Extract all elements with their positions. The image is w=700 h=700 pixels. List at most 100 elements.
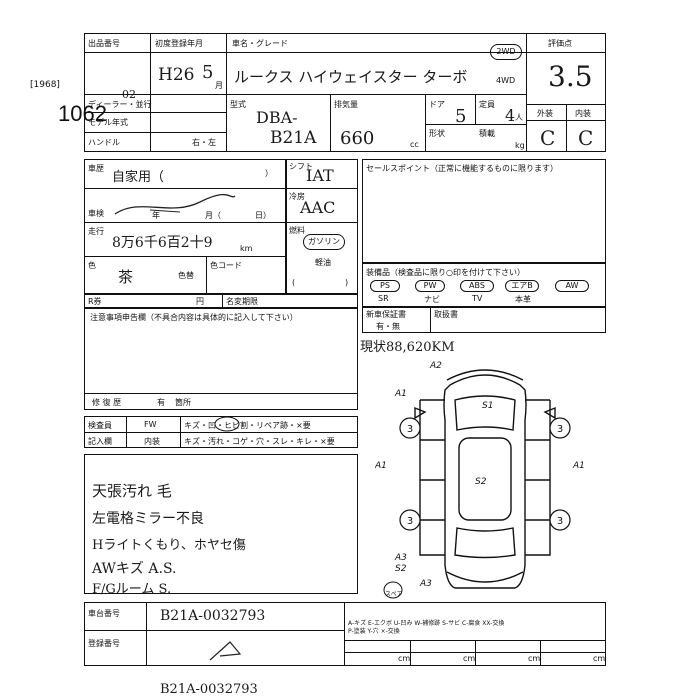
wheel-fr-grade: 3 <box>557 424 563 435</box>
label-recorder: 記入欄 <box>88 437 112 446</box>
equipment-box <box>362 263 606 307</box>
equip-sr: SR <box>378 294 389 303</box>
grade-value: 3.5 <box>548 60 593 93</box>
paren-open: ( <box>292 278 296 287</box>
label-katashiki: 型式 <box>230 100 246 109</box>
car-name-value: ルークス ハイウェイスター ターボ <box>234 68 468 86</box>
note-line-1: 天張汚れ 毛 <box>92 482 172 500</box>
mark-a3-bumper: A3 <box>419 579 432 589</box>
first-reg-month-unit: 月 <box>215 81 223 90</box>
manual-box <box>362 307 606 333</box>
recycle-yen: 円 <box>196 297 204 306</box>
ac-value: AAC <box>300 198 336 217</box>
doors-value: 5 <box>455 106 467 127</box>
history-close: ） <box>265 169 273 178</box>
repair-yes: 有 <box>157 398 165 407</box>
manual-options: 有・無 <box>376 322 400 331</box>
chassis-value: B21A-0032793 <box>160 608 266 624</box>
wheel-rr-grade: 3 <box>557 516 563 527</box>
lot-code: [1968] <box>30 80 60 90</box>
equip-airbag: エアB <box>505 280 539 292</box>
equip-leather: 本革 <box>515 295 531 304</box>
displacement-unit: cc <box>410 140 419 149</box>
label-color: 色 <box>88 261 96 270</box>
shift-value: IAT <box>306 166 334 185</box>
drive-4wd: 4WD <box>496 76 516 85</box>
label-dealer: ディーラー・並行 <box>88 100 152 109</box>
damage-legend: A-キズ E-エクボ U-凹み W-補修跡 S-サビ C-腐食 XX-交換 <box>348 620 505 627</box>
vehicle-info-box <box>84 159 286 294</box>
mark-a1-right: A1 <box>572 461 585 471</box>
equip-pw: PW <box>415 280 445 292</box>
cm-3: cm <box>528 654 541 663</box>
label-shuppin-no: 出品番号 <box>88 39 120 48</box>
color-change: 色替 <box>178 271 194 280</box>
label-exterior: 外装 <box>537 109 553 118</box>
mark-s2-rear: S2 <box>395 564 407 574</box>
wheel-fl-grade: 3 <box>407 424 413 435</box>
mileage-unit: km <box>240 244 253 253</box>
label-interior-inspect: 内装 <box>144 437 160 446</box>
first-reg-era: H26 <box>158 65 195 85</box>
manual-sub: 取扱書 <box>434 310 458 319</box>
label-displacement: 排気量 <box>334 100 358 109</box>
fuel-value-circled: ガソリン <box>303 234 345 250</box>
label-model-year: モデル年式 <box>88 118 128 127</box>
equip-tv: TV <box>472 294 483 303</box>
reg-label: 登録番号 <box>88 639 120 648</box>
katashiki-line1: DBA- <box>256 108 298 127</box>
recycle-row <box>84 294 358 308</box>
cm-1: cm <box>398 654 411 663</box>
lot-number: 1062 <box>58 101 107 126</box>
label-mileage: 走行 <box>88 227 104 236</box>
mark-a1-left: A1 <box>375 461 387 471</box>
handle-options: 右・左 <box>192 138 216 147</box>
interior-value: C <box>578 126 594 150</box>
cm-2: cm <box>463 654 476 663</box>
shaken-scribble <box>114 193 236 215</box>
wheel-rl-grade: 3 <box>407 516 413 527</box>
label-special: 名変期限 <box>226 297 258 306</box>
label-interior: 内装 <box>575 109 591 118</box>
note-line-3: Hライトくもり、ホヤセ傷 <box>92 538 246 553</box>
label-capacity: 定員 <box>479 100 495 109</box>
bottom-chassis: B21A-0032793 <box>160 682 258 697</box>
interior-options: キズ・汚れ・コゲ・穴・スレ・キレ・×要 <box>184 437 335 446</box>
displacement-value: 660 <box>340 128 375 149</box>
mark-a1-front-left: A1 <box>394 389 407 399</box>
mark-s1: S1 <box>482 401 493 411</box>
car-damage-diagram: 3 3 3 3 A2 A1 S1 A1 A1 S2 A3 S2 A3 スペア <box>375 361 585 599</box>
spare-label: スペア <box>385 591 403 598</box>
label-shape: 形状 <box>429 129 445 138</box>
color-code-label: 色コード <box>210 261 242 270</box>
history-value: 自家用（ <box>112 170 165 185</box>
exterior-value: C <box>540 126 556 150</box>
paren-close: ) <box>345 278 349 287</box>
shaken-year: 年 <box>152 211 160 220</box>
sales-label: セールスポイント（正常に機能するものに限ります） <box>366 164 558 173</box>
label-shaken: 車検 <box>88 209 104 218</box>
chassis-label: 車台番号 <box>88 609 120 618</box>
mileage-value: 8万6千6百2十9 <box>112 235 213 251</box>
equip-abs: ABS <box>460 280 494 292</box>
notes-box <box>84 308 358 410</box>
shaken-day: 日） <box>255 211 271 220</box>
sales-point-box <box>362 159 606 263</box>
label-car-name: 車名・グレード <box>232 39 288 48</box>
repair-part: 箇所 <box>175 398 191 407</box>
label-ac: 冷房 <box>289 192 305 201</box>
mark-a2: A2 <box>429 361 442 371</box>
label-handle: ハンドル <box>88 138 120 147</box>
reg-scribble <box>209 641 242 661</box>
label-inspector: 検査員 <box>88 421 112 430</box>
footer-box <box>84 602 606 666</box>
shaken-month: 月（ <box>205 211 221 220</box>
mileage-note: 現状88,620KM <box>360 340 455 355</box>
label-history: 車歴 <box>88 164 104 173</box>
equip-ps: PS <box>370 280 400 292</box>
note-line-5: F/Gルーム S. <box>92 582 172 597</box>
equipment-label: 装備品（検査品に限り○印を付けて下さい） <box>366 268 525 277</box>
label-fw: FW <box>144 420 157 429</box>
fuel-sub: 軽油 <box>315 258 331 267</box>
mark-a3-rear: A3 <box>394 553 407 563</box>
